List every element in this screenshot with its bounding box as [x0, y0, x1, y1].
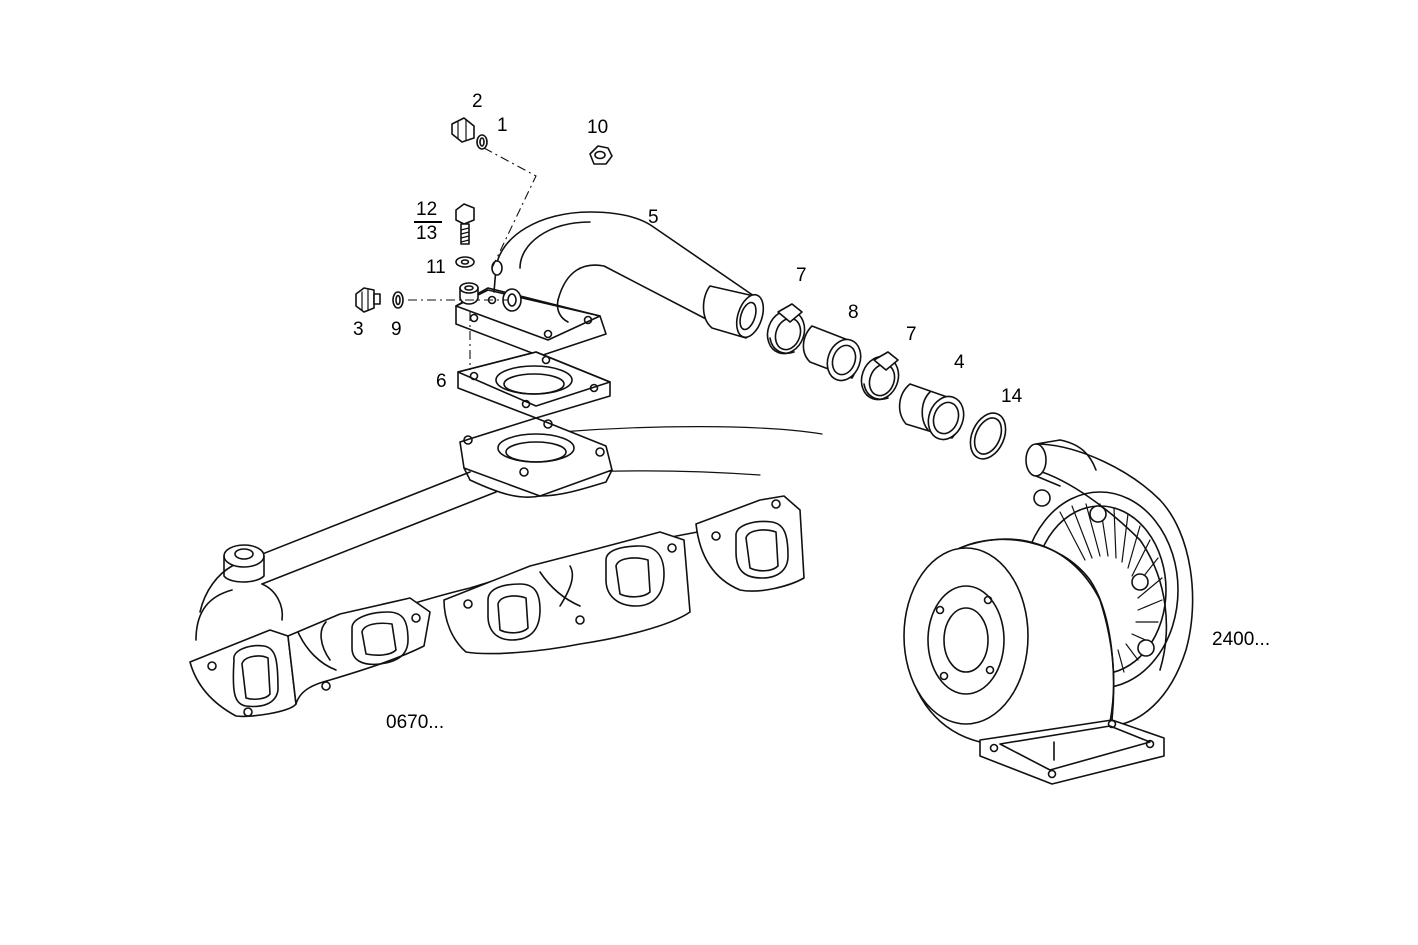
drain-plug [355, 287, 381, 313]
fraction-bar [414, 221, 442, 223]
callout-10: 10 [587, 117, 609, 138]
plug-screw [451, 117, 475, 143]
bolt [455, 203, 475, 245]
sealing-ring [392, 291, 404, 309]
callout-6: 6 [436, 371, 447, 392]
o-ring [969, 412, 1007, 460]
callout-7-lower: 7 [906, 324, 917, 345]
adapter-pipe [898, 383, 965, 441]
callout-13: 13 [416, 223, 438, 244]
manifold-reference: 0670... [386, 712, 445, 733]
callout-11: 11 [426, 257, 446, 278]
callout-8: 8 [848, 302, 859, 323]
callout-9: 9 [391, 319, 402, 340]
turbocharger [903, 439, 1194, 785]
callout-3: 3 [353, 319, 364, 340]
callout-7-upper: 7 [796, 265, 807, 286]
seal-ring [476, 134, 488, 150]
callout-2: 2 [472, 91, 483, 112]
gasket [457, 351, 611, 419]
hose-clamp-lower [860, 351, 900, 401]
callout-12: 12 [416, 199, 438, 220]
callout-14: 14 [1001, 386, 1023, 407]
hose-clamp-upper [766, 303, 806, 355]
callout-4: 4 [954, 352, 965, 373]
elbow-pipe [455, 211, 765, 357]
callout-1: 1 [497, 115, 508, 136]
exhaust-manifold [189, 417, 823, 718]
turbocharger-reference: 2400... [1212, 629, 1271, 650]
callout-5: 5 [648, 207, 659, 228]
hex-nut [589, 145, 613, 165]
hose-sleeve [802, 325, 862, 382]
washer [455, 256, 475, 268]
